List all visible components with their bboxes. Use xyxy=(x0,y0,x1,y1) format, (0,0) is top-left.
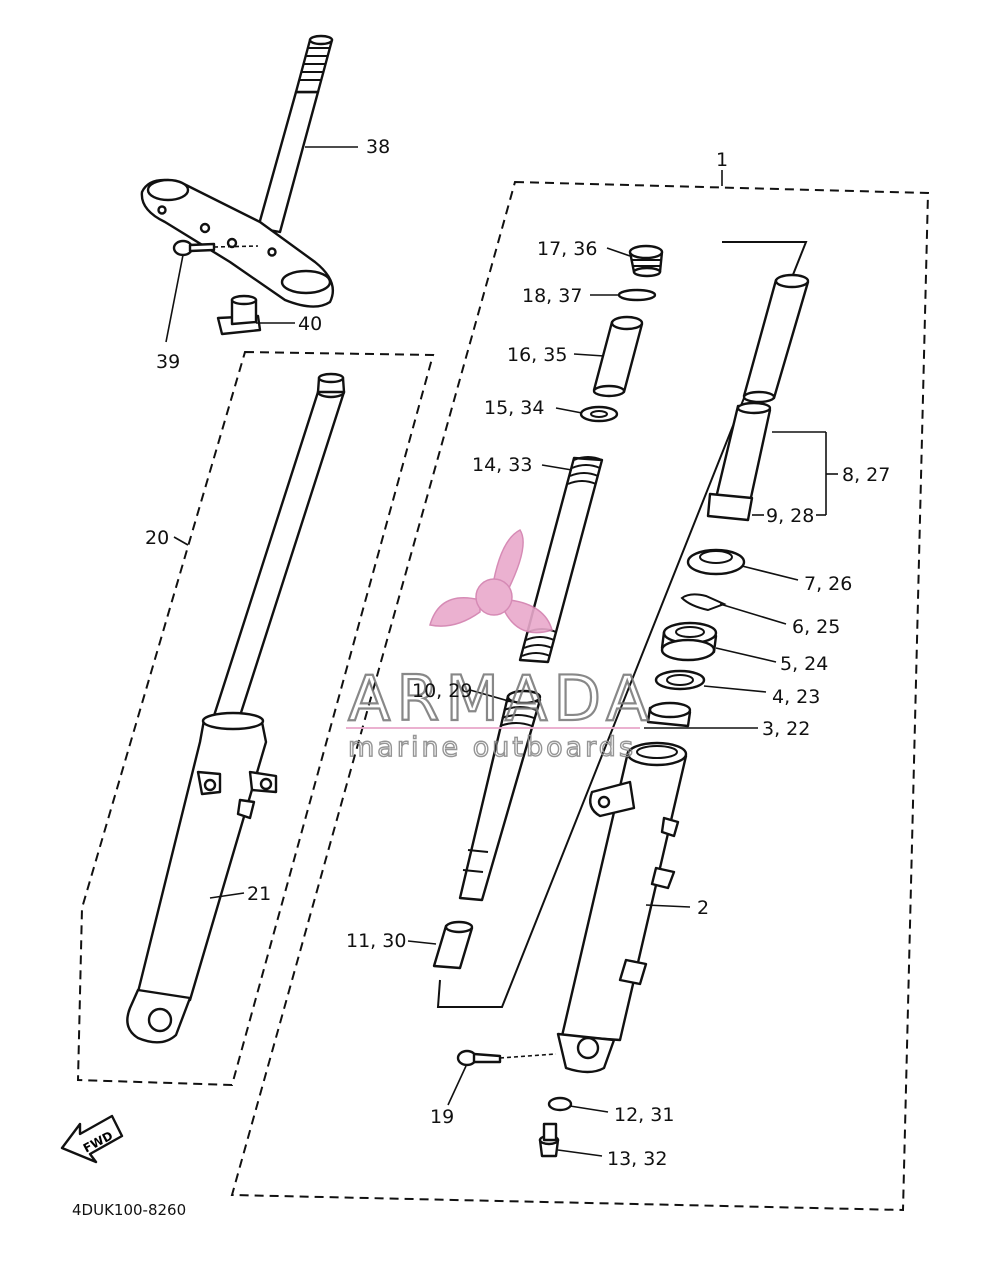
diagram-code: 4DUK100-8260 xyxy=(72,1201,186,1219)
label-7: 7, 26 xyxy=(804,573,852,595)
gasket-12 xyxy=(547,1096,573,1112)
spacer-16 xyxy=(592,315,644,398)
inner-tube-8 xyxy=(742,273,810,404)
callout-labels: 1 2 3, 22 4, 23 5, 24 6, 25 7, 26 8, 27 … xyxy=(145,136,890,1170)
bolt-39 xyxy=(172,239,259,257)
label-4: 4, 23 xyxy=(772,686,820,708)
label-21: 21 xyxy=(247,883,271,905)
label-39: 39 xyxy=(156,351,180,373)
label-3: 3, 22 xyxy=(762,718,810,740)
watermark: ARMADA marine outboards xyxy=(346,529,654,764)
damper-rod-10 xyxy=(458,689,542,902)
damper-group-outline xyxy=(436,241,808,1008)
seal-spacer-5 xyxy=(660,621,718,662)
label-6: 6, 25 xyxy=(792,616,840,638)
washer-15 xyxy=(579,405,619,423)
outer-tube-21 xyxy=(126,711,278,1044)
outer-tube-2 xyxy=(556,741,688,1074)
steering-stem-38 xyxy=(256,34,334,234)
leader-lines xyxy=(165,146,838,1157)
assembly-outline-1 xyxy=(230,180,930,1212)
oil-seal-7 xyxy=(686,548,746,576)
label-14: 14, 33 xyxy=(472,454,532,476)
oil-lock-piece-11 xyxy=(432,920,474,970)
drain-bolt-13 xyxy=(538,1122,560,1158)
label-17: 17, 36 xyxy=(537,238,597,260)
o-ring-18 xyxy=(617,288,657,302)
label-12: 12, 31 xyxy=(614,1104,674,1126)
fwd-arrow: FWD xyxy=(60,1114,124,1164)
label-38: 38 xyxy=(366,136,390,158)
label-11: 11, 30 xyxy=(346,930,406,952)
bolt-19 xyxy=(456,1049,557,1067)
watermark-tagline: marine outboards xyxy=(348,732,636,763)
label-1: 1 xyxy=(716,149,728,171)
washer-4 xyxy=(654,669,706,691)
label-19: 19 xyxy=(430,1106,454,1128)
label-9: 9, 28 xyxy=(766,505,814,527)
bushing-40 xyxy=(216,294,262,336)
label-10: 10, 29 xyxy=(412,680,472,702)
label-2: 2 xyxy=(697,897,709,919)
propeller-logo-icon xyxy=(429,529,553,634)
label-18: 18, 37 xyxy=(522,285,582,307)
watermark-brand: ARMADA xyxy=(348,662,654,735)
cap-bolt-17 xyxy=(628,244,664,278)
label-40: 40 xyxy=(298,313,322,335)
inner-tube-20 xyxy=(210,372,346,724)
label-13: 13, 32 xyxy=(607,1148,667,1170)
clip-6 xyxy=(680,593,727,612)
label-16: 16, 35 xyxy=(507,344,567,366)
label-5: 5, 24 xyxy=(780,653,828,675)
slide-metal-9 xyxy=(706,401,772,522)
label-8: 8, 27 xyxy=(842,464,890,486)
label-15: 15, 34 xyxy=(484,397,544,419)
slide-metal-3 xyxy=(646,701,692,728)
label-20: 20 xyxy=(145,527,169,549)
assembly-outline-20 xyxy=(76,350,435,1087)
lower-bracket xyxy=(140,178,335,308)
